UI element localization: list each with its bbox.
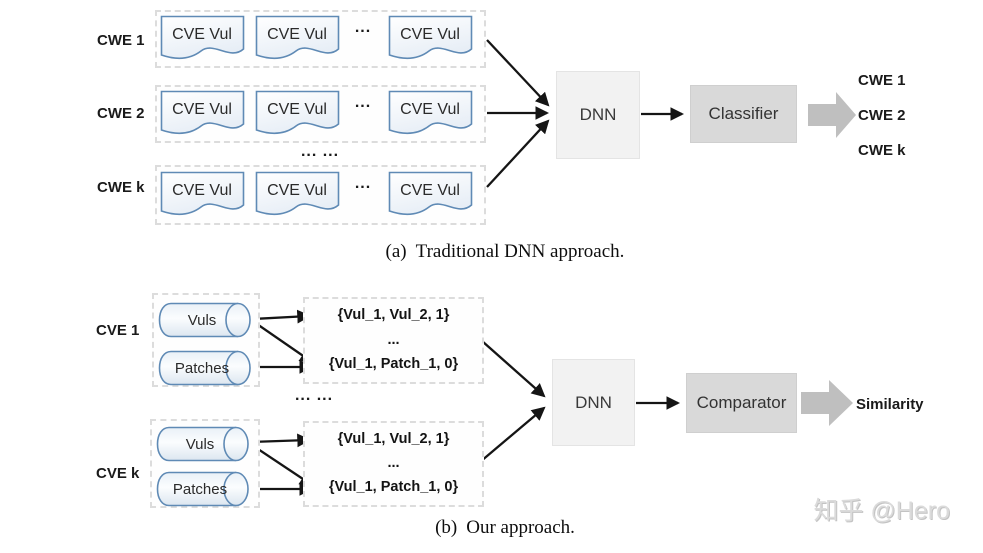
arrow-vuls2-tuple1 <box>250 433 312 448</box>
similarity-label: Similarity <box>856 396 924 413</box>
document-label: CVE Vul <box>267 101 327 118</box>
document-shape: CVE Vul <box>255 15 340 60</box>
tuple-box: {Vul_1, Vul_2, 1} ... {Vul_1, Patch_1, 0… <box>303 297 484 384</box>
arrow-row1-dnn <box>486 39 550 107</box>
cylinder-shape: Patches <box>158 350 251 386</box>
tuple-line: {Vul_1, Patch_1, 0} <box>328 356 459 372</box>
caption-a-text: Traditional DNN approach. <box>415 241 625 262</box>
cylinder-label: Vuls <box>188 312 217 329</box>
document-label: CVE Vul <box>267 26 327 43</box>
caption-b-text: Our approach. <box>466 517 575 538</box>
document-label: CVE Vul <box>267 182 327 199</box>
block-arrow-icon <box>801 380 853 426</box>
arrow-vuls1-tuple2 <box>253 321 314 364</box>
document-label: CVE Vul <box>172 101 232 118</box>
cylinder-shape: Patches <box>156 471 249 507</box>
doc-ellipsis: ... <box>354 94 372 111</box>
cylinder-shape: Vuls <box>158 302 251 338</box>
document-shape: CVE Vul <box>255 171 340 216</box>
doc-ellipsis: ... <box>354 175 372 192</box>
output-label: CWE 2 <box>858 107 906 124</box>
document-label: CVE Vul <box>400 26 460 43</box>
document-shape: CVE Vul <box>160 90 245 135</box>
tuple-line: {Vul_1, Vul_2, 1} <box>337 431 450 447</box>
output-label: CWE k <box>858 142 906 159</box>
cylinder-label: Vuls <box>186 436 215 453</box>
document-shape: CVE Vul <box>255 90 340 135</box>
tuple-box: {Vul_1, Vul_2, 1} ... {Vul_1, Patch_1, 0… <box>303 421 484 507</box>
arrow-vuls2-tuple2 <box>251 444 314 487</box>
cylinder-label: Patches <box>175 360 229 377</box>
dnn-box: DNN <box>556 71 640 159</box>
document-shape: CVE Vul <box>388 90 473 135</box>
caption-a: (a) Traditional DNN approach. <box>300 241 710 263</box>
rows-ellipsis: ... ... <box>300 143 340 160</box>
block-arrow-icon <box>808 92 856 138</box>
doc-ellipsis: ... <box>354 19 372 36</box>
document-label: CVE Vul <box>400 182 460 199</box>
cylinder-shape: Vuls <box>156 426 249 462</box>
arrow-tuples2-dnn <box>479 406 546 463</box>
tuple-line: {Vul_1, Patch_1, 0} <box>328 479 459 495</box>
watermark: 知乎 @Hero <box>813 497 950 525</box>
tuple-ellipsis: ... <box>387 455 400 471</box>
document-label: CVE Vul <box>172 182 232 199</box>
cwe-row-label: CWE 2 <box>97 105 145 122</box>
document-shape: CVE Vul <box>388 171 473 216</box>
arrow-vuls1-tuple1 <box>252 309 312 324</box>
dnn-box: DNN <box>552 359 635 446</box>
classifier-box: Classifier <box>690 85 797 143</box>
document-shape: CVE Vul <box>160 171 245 216</box>
comparator-box: Comparator <box>686 373 797 433</box>
cylinder-label: Patches <box>173 481 227 498</box>
cwe-row-label: CWE 1 <box>97 32 145 49</box>
cve-group-label: CVE 1 <box>96 322 140 339</box>
caption-a-tag: (a) <box>385 241 407 262</box>
output-label: CWE 1 <box>858 72 906 89</box>
document-shape: CVE Vul <box>388 15 473 60</box>
tuple-ellipsis: ... <box>387 331 400 348</box>
arrow-tuples1-dnn <box>481 340 546 398</box>
caption-b: (b) Our approach. <box>330 517 680 539</box>
arrow-row3-dnn <box>486 119 550 188</box>
cve-group-label: CVE k <box>96 465 140 482</box>
document-shape: CVE Vul <box>160 15 245 60</box>
caption-b-tag: (b) <box>435 517 458 538</box>
groups-ellipsis: ... ... <box>294 387 334 404</box>
document-label: CVE Vul <box>400 101 460 118</box>
tuple-line: {Vul_1, Vul_2, 1} <box>337 307 450 323</box>
cwe-row-label: CWE k <box>97 179 145 196</box>
document-label: CVE Vul <box>172 26 232 43</box>
